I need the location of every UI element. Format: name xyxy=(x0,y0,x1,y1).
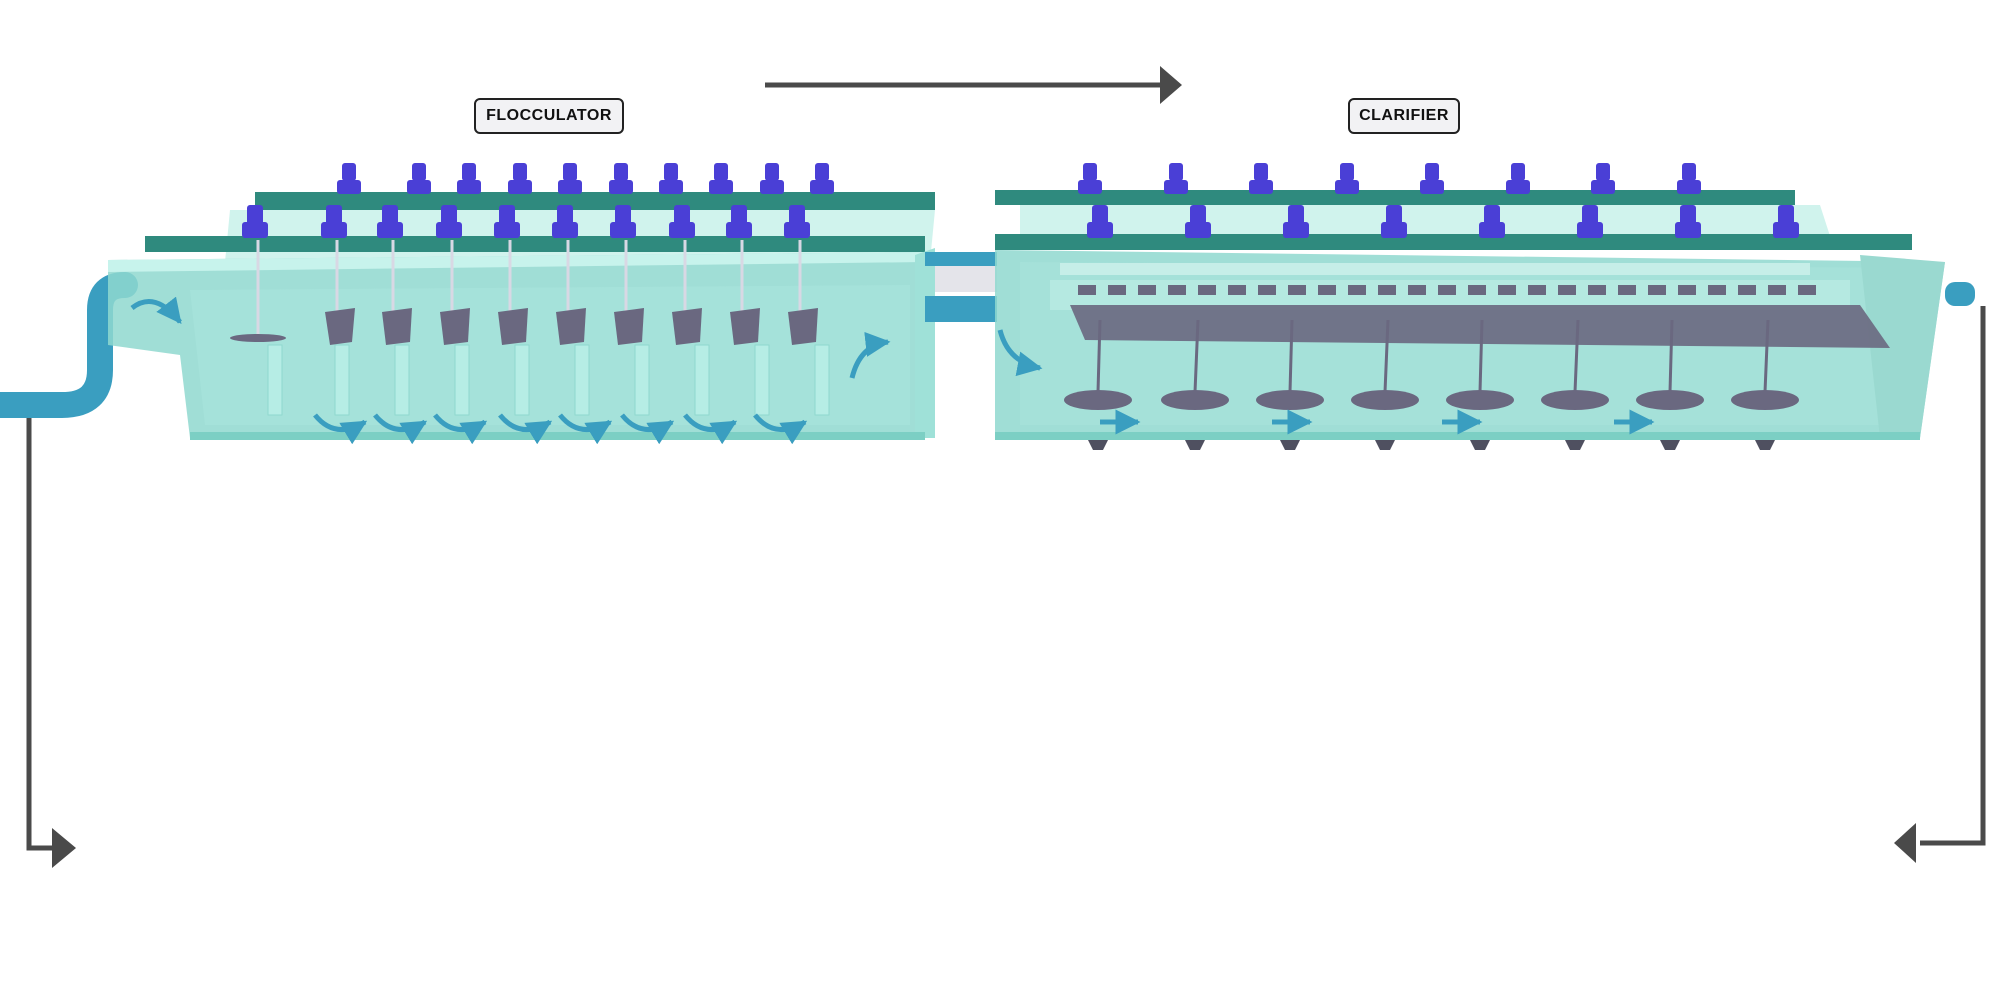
clarifier-motors-back xyxy=(1078,163,1701,194)
clarifier-flow-arrows xyxy=(997,329,1655,435)
flocculator-motors-back xyxy=(337,163,834,194)
lamella-plates xyxy=(1050,263,1890,348)
clarifier-label: CLARIFIER xyxy=(1348,98,1460,134)
process-direction-arrow xyxy=(765,66,1182,104)
return-arrow-left xyxy=(26,418,76,868)
clarifier-scrapers xyxy=(1064,319,1799,450)
flocculator-baffles xyxy=(267,344,830,416)
flocculator-tank xyxy=(108,192,935,440)
inlet-pipe xyxy=(0,272,138,418)
connecting-pipe xyxy=(925,252,997,322)
clarifier-motors-front xyxy=(1087,205,1799,238)
flocculator-label: FLOCCULATOR xyxy=(474,98,624,134)
flocculator-flow-arrows xyxy=(130,296,891,445)
return-arrow-right xyxy=(1894,306,1986,863)
flocculator-paddles xyxy=(230,240,818,345)
flocculator-motors-front xyxy=(242,205,810,238)
